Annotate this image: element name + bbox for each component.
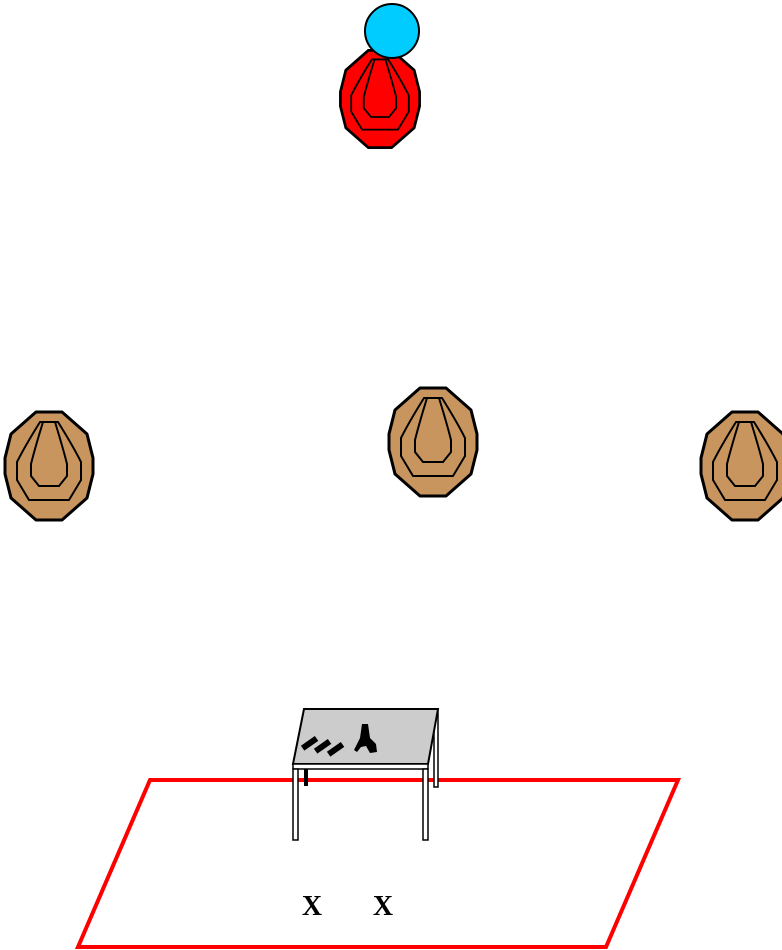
paper-target-icon — [5, 412, 93, 520]
start-mark-right: X — [373, 891, 393, 922]
table-icon — [293, 709, 438, 840]
paper-target-icon — [701, 412, 782, 520]
start-mark-left: X — [302, 891, 322, 922]
popper-circle-icon — [365, 4, 419, 58]
no-shoot-target-icon — [340, 50, 419, 147]
paper-target-icon — [389, 388, 477, 496]
